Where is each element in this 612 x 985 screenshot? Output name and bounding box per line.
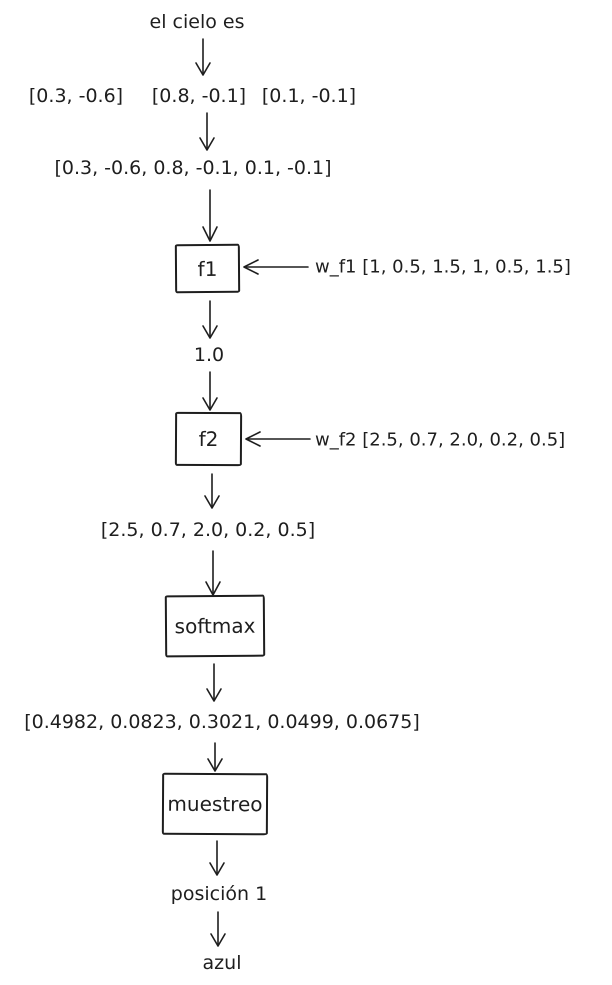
f2-label: f2 xyxy=(198,426,219,452)
w-f2-weights: w_f2 [2.5, 0.7, 2.0, 0.2, 0.5] xyxy=(315,429,566,451)
softmax-output: [0.4982, 0.0823, 0.3021, 0.0499, 0.0675] xyxy=(24,711,420,733)
sampling-label: muestreo xyxy=(167,791,263,817)
softmax-label: softmax xyxy=(174,613,256,639)
input-text: el cielo es xyxy=(149,11,245,33)
embedding-vector-1: [0.3, -0.6] xyxy=(28,85,124,107)
arrow-input-to-embeddings xyxy=(195,38,211,76)
w-f1-weights: w_f1 [1, 0.5, 1.5, 1, 0.5, 1.5] xyxy=(315,256,571,278)
arrow-concat-to-f1 xyxy=(202,189,218,242)
result-text: azul xyxy=(202,952,242,974)
f2-output: [2.5, 0.7, 2.0, 0.2, 0.5] xyxy=(100,519,316,541)
sampling-box: muestreo xyxy=(161,772,269,836)
f1-label: f1 xyxy=(197,256,218,281)
embedding-vector-2: [0.8, -0.1] xyxy=(151,85,247,107)
softmax-box: softmax xyxy=(164,594,266,658)
arrow-wf1-to-f1 xyxy=(243,259,309,275)
arrow-softmax-to-probs xyxy=(206,663,222,702)
arrow-f1-to-output xyxy=(202,300,218,339)
f1-box: f1 xyxy=(174,243,241,294)
arrow-embeddings-to-concat xyxy=(199,112,215,151)
arrow-f2-to-logits xyxy=(204,473,220,509)
arrow-output-to-f2 xyxy=(202,371,218,411)
arrow-logits-to-softmax xyxy=(205,550,221,596)
arrow-position-to-result xyxy=(210,911,226,947)
arrow-wf2-to-f2 xyxy=(245,431,311,447)
f1-output: 1.0 xyxy=(193,344,225,366)
f2-box: f2 xyxy=(174,411,243,467)
concatenated-vector: [0.3, -0.6, 0.8, -0.1, 0.1, -0.1] xyxy=(54,157,332,179)
arrow-sampling-to-position xyxy=(209,840,225,876)
embedding-vector-3: [0.1, -0.1] xyxy=(261,85,357,107)
arrow-probs-to-sampling xyxy=(207,742,223,772)
sampling-output: posición 1 xyxy=(170,883,268,905)
